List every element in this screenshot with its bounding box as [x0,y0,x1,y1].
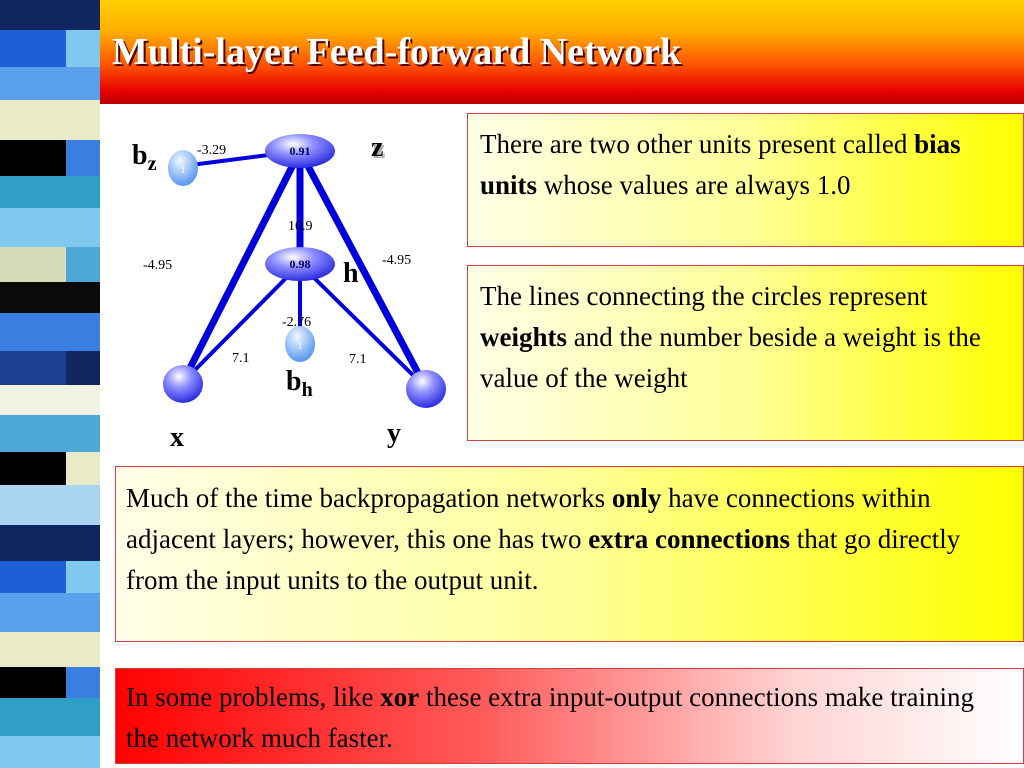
network-diagram-svg: 0.91 0.98 1 1 z h x y bz bh -3.29 10.9 -… [132,132,446,453]
weights-textbox: The lines connecting the circles represe… [467,265,1024,441]
weights-emphasis: weights [480,322,567,352]
node-bh-label: bh [286,366,313,401]
decorative-stripe [0,385,100,415]
node-bh-subscript: h [302,379,313,401]
decorative-stripe [0,100,100,140]
xor-emphasis: xor [380,682,420,712]
decorative-stripe [66,140,100,176]
node-z-label: z [371,132,383,163]
title-bar: Multi-layer Feed-forward Network [100,0,1024,104]
weight-x-z: -4.95 [143,258,172,273]
only-emphasis: only [611,483,662,513]
decorative-stripe [0,208,100,247]
decorative-stripe [0,282,100,313]
decorative-stripe [66,30,100,67]
page-title: Multi-layer Feed-forward Network [112,31,682,73]
decorative-stripe [66,247,100,282]
node-h-label: h [343,258,359,289]
decorative-stripe [0,313,100,351]
decorative-stripe [0,0,100,30]
weight-h-z: 10.9 [288,219,313,234]
node-h-value: 0.98 [290,257,311,271]
decorative-stripe [0,485,100,525]
node-bh [285,326,315,362]
weight-bh-h: -2.76 [282,315,311,330]
edge-x-h [181,262,302,384]
node-x [163,365,203,403]
decorative-stripe [66,351,100,385]
decorative-stripe [66,561,100,593]
node-h [265,247,335,281]
bias-units-emphasis: bias units [480,129,961,200]
edge-x-z [179,149,304,384]
decorative-stripe [66,667,100,698]
decorative-stripe [0,176,100,208]
weight-y-z: -4.95 [382,253,411,268]
edge-y-z [296,149,430,390]
weight-y-h: 7.1 [349,352,367,367]
weight-x-h: 7.1 [232,351,250,366]
node-y-label: y [387,418,401,449]
extra-connections-emphasis: extra connections [588,524,790,554]
bias-units-textbox: There are two other units present called… [467,113,1024,247]
decorative-stripe [0,67,100,100]
decorative-stripe [0,736,100,768]
node-z [265,134,335,168]
node-z-value: 0.91 [290,144,311,158]
decorative-stripe [0,632,100,667]
node-bh-value: 1 [297,340,303,352]
decorative-stripe [0,593,100,632]
weight-bz-z: -3.29 [197,143,226,158]
node-bz-value: 1 [180,164,186,176]
node-y [406,370,446,408]
decorative-stripe [0,415,100,452]
decorative-stripe [66,452,100,485]
edge-y-h [298,262,428,390]
node-x-label: x [170,422,184,453]
xor-textbox: In some problems, like xor these extra i… [115,668,1024,764]
decorative-stripe-bar [0,0,100,768]
decorative-stripe [0,525,100,561]
node-bz-label: bz [132,140,157,175]
node-bz-subscript: z [148,153,157,175]
extra-connections-textbox: Much of the time backpropagation network… [115,466,1024,642]
network-diagram: 0.91 0.98 1 1 z h x y bz bh -3.29 10.9 -… [100,104,460,464]
node-bz [168,150,198,186]
decorative-stripe [0,698,100,736]
